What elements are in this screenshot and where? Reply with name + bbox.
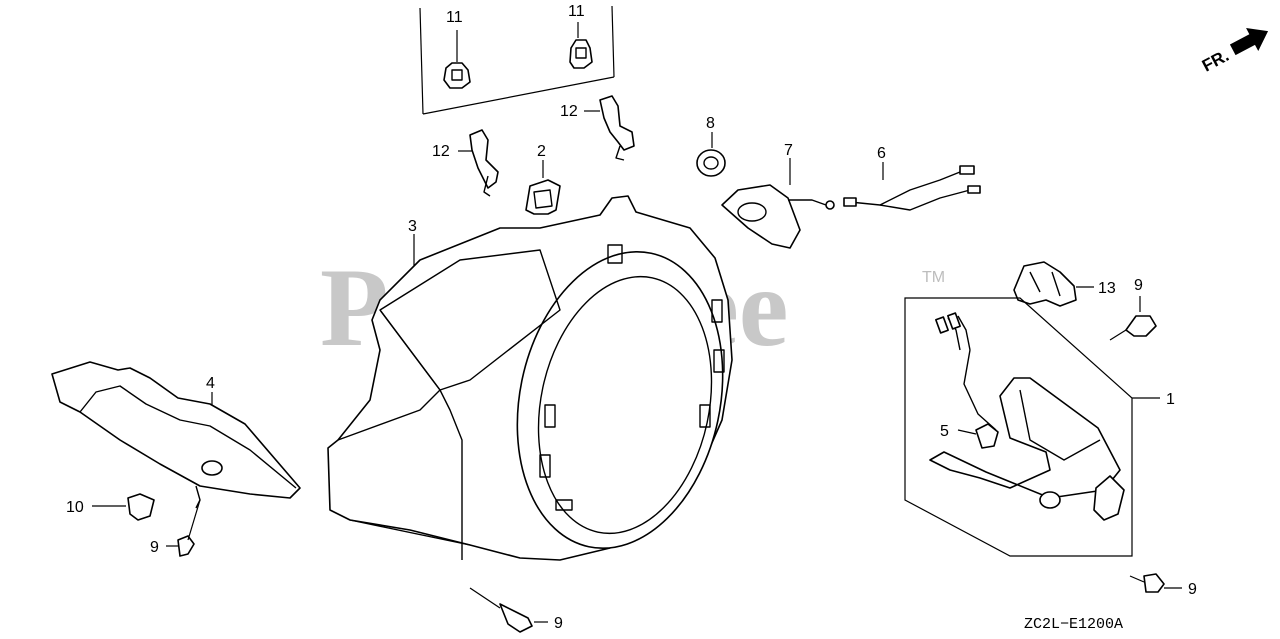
- callout-12b: 12: [432, 143, 450, 160]
- callout-9-bottom: 9: [554, 615, 563, 632]
- shroud-4: [51, 361, 301, 509]
- callout-1: 1: [1166, 391, 1175, 408]
- clip-11-right: [569, 22, 593, 69]
- bolt-9-lower-right: [1129, 573, 1182, 593]
- callout-5: 5: [940, 423, 949, 440]
- callout-labels: 11 11 12 12 2 8 7 6 3 4 10 9 9 13 9 1 5 …: [66, 3, 1197, 632]
- front-label: FR.: [1199, 46, 1232, 76]
- clip-2: [525, 160, 561, 215]
- callout-8: 8: [706, 115, 715, 132]
- switch-7: [721, 158, 835, 249]
- clip-group-frame: [419, 5, 615, 115]
- assembly-1: [904, 297, 1160, 557]
- callout-11a: 11: [446, 9, 463, 26]
- clip-12-right: [584, 95, 635, 161]
- grommet-8: [696, 132, 726, 177]
- clip-11-left: [443, 30, 471, 89]
- watermark-trademark: TM: [922, 269, 945, 286]
- fan-cover-3: [327, 195, 733, 561]
- bolt-9-bottom: [469, 587, 548, 633]
- callout-11b: 11: [568, 3, 585, 20]
- clip-10: [92, 493, 155, 521]
- callout-3: 3: [408, 218, 417, 235]
- callout-6: 6: [877, 145, 886, 162]
- callout-4: 4: [206, 375, 215, 392]
- callout-9-left: 9: [150, 539, 159, 556]
- callout-2: 2: [537, 143, 546, 160]
- clip-5: [957, 423, 999, 449]
- clip-13: [1013, 261, 1094, 307]
- callout-10: 10: [66, 499, 84, 516]
- callout-9-upper-right: 9: [1134, 277, 1143, 294]
- bolt-9-left: [166, 499, 201, 557]
- front-orientation-indicator: FR.: [1199, 28, 1269, 76]
- callout-9-lower-right: 9: [1188, 581, 1197, 598]
- wire-harness-6: [843, 162, 981, 211]
- callout-7: 7: [784, 142, 793, 159]
- callout-12a: 12: [560, 103, 578, 120]
- callout-13: 13: [1098, 280, 1116, 297]
- clip-12-left: [458, 129, 499, 197]
- arrow-right-icon: [1229, 28, 1269, 56]
- diagram-code: ZC2L−E1200A: [1024, 616, 1123, 633]
- bolt-9-upper-right: [1109, 296, 1157, 341]
